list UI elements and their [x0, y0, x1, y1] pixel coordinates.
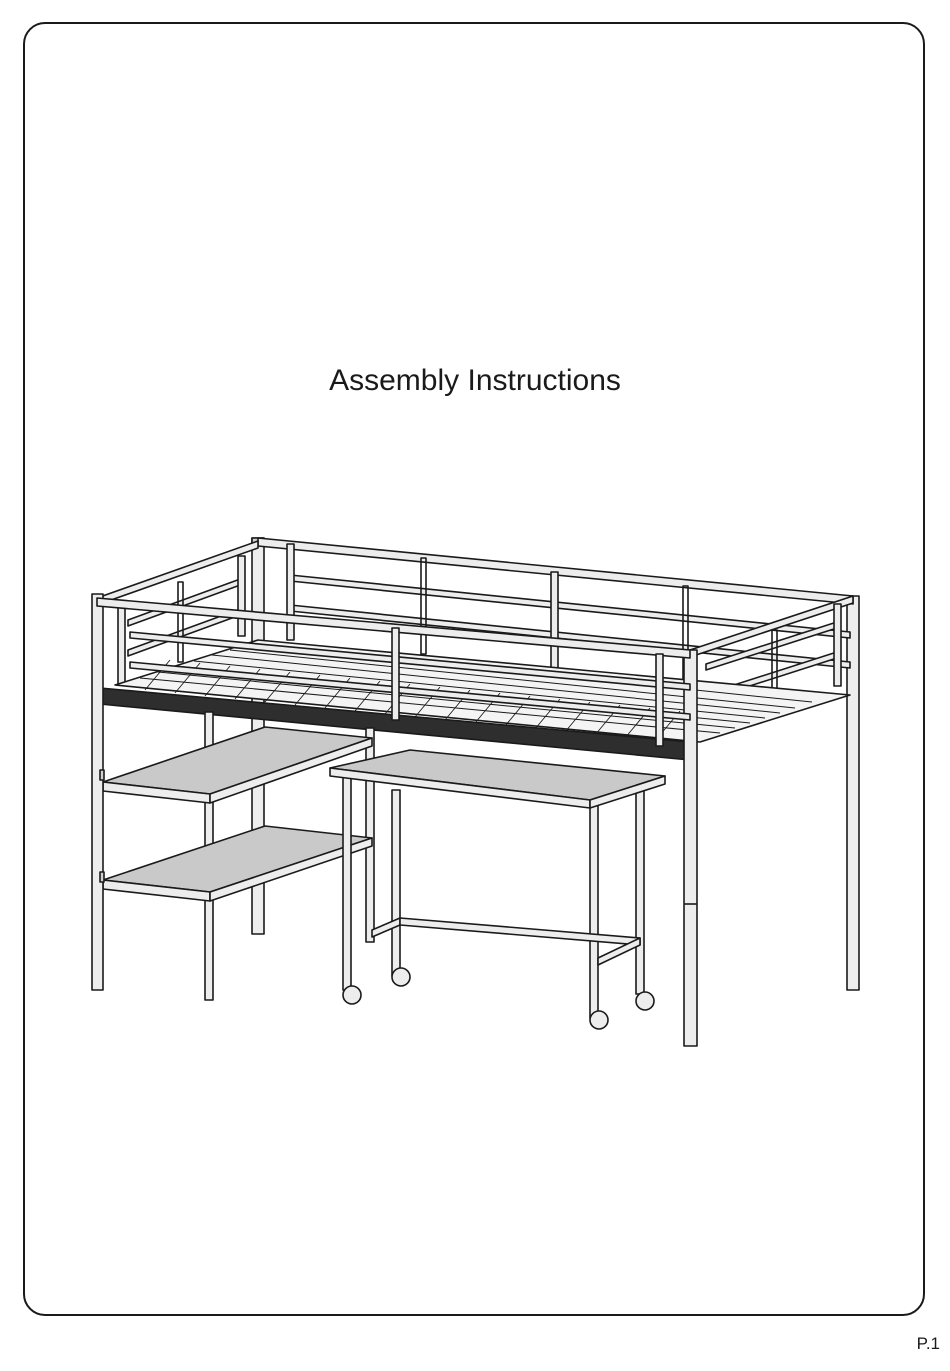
rolling-desk: [330, 750, 665, 1029]
front-left-post: [92, 594, 104, 990]
shelf-unit: [103, 712, 374, 1000]
front-right-post: [684, 650, 697, 1046]
page-number: P.1: [917, 1334, 940, 1354]
desk-caster-wheels: [343, 968, 654, 1029]
back-right-post: [847, 596, 859, 990]
